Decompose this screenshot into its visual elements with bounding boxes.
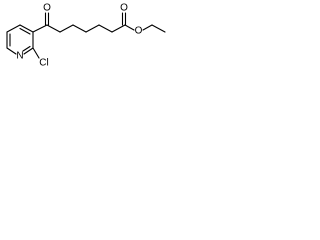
ring-double-c3-c4 — [19, 27, 31, 35]
atom-labels: N Cl O O O — [16, 3, 142, 69]
pyridine-ring — [6, 24, 34, 55]
structure-diagram: N Cl O O O — [6, 3, 166, 69]
bond-o-ethyl-1 — [142, 24, 153, 31]
ring-bond-n-c2 — [23, 47, 34, 55]
chain-bond-2 — [59, 24, 74, 33]
alkyl-chain — [46, 24, 126, 33]
chain-bond-4 — [85, 24, 100, 33]
chain-bond-1 — [46, 24, 61, 33]
ring-bond-c3-c4 — [19, 24, 34, 33]
ring-bond-c6-n — [6, 47, 17, 55]
atom-label-ester-oxygen: O — [135, 26, 143, 37]
chain-bond-3 — [72, 24, 87, 33]
chain-bond-6 — [111, 24, 126, 33]
bond-ethyl-2 — [151, 24, 166, 33]
atom-label-ester-carbonyl-oxygen: O — [120, 3, 128, 14]
ring-bond-c4-c5 — [6, 24, 21, 33]
bond-c2-cl — [32, 47, 40, 59]
bond-ester-c-o — [124, 24, 135, 31]
atom-label-chlorine: Cl — [39, 58, 48, 69]
ring-double-n-c2 — [22, 45, 31, 52]
bond-c3-ketone-carbon — [32, 24, 48, 33]
chain-bond-5 — [98, 24, 113, 33]
atom-label-ketone-oxygen: O — [43, 3, 51, 14]
atom-label-nitrogen: N — [16, 51, 23, 62]
